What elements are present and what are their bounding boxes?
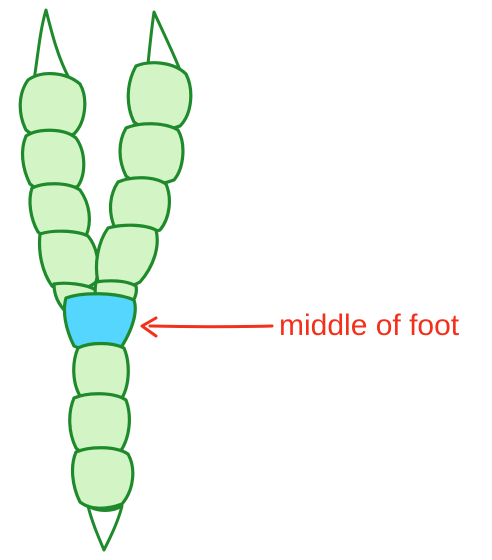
- middle-of-foot-label: middle of foot: [279, 308, 459, 344]
- left-segment-1: [20, 74, 85, 138]
- pointer-arrow-shaft: [150, 326, 272, 327]
- right-segment-2: [120, 124, 183, 184]
- stem-segment-3: [73, 448, 133, 509]
- right-segment-1: [128, 63, 191, 130]
- right-segment-4: [96, 225, 157, 288]
- bottom-claw: [88, 506, 122, 550]
